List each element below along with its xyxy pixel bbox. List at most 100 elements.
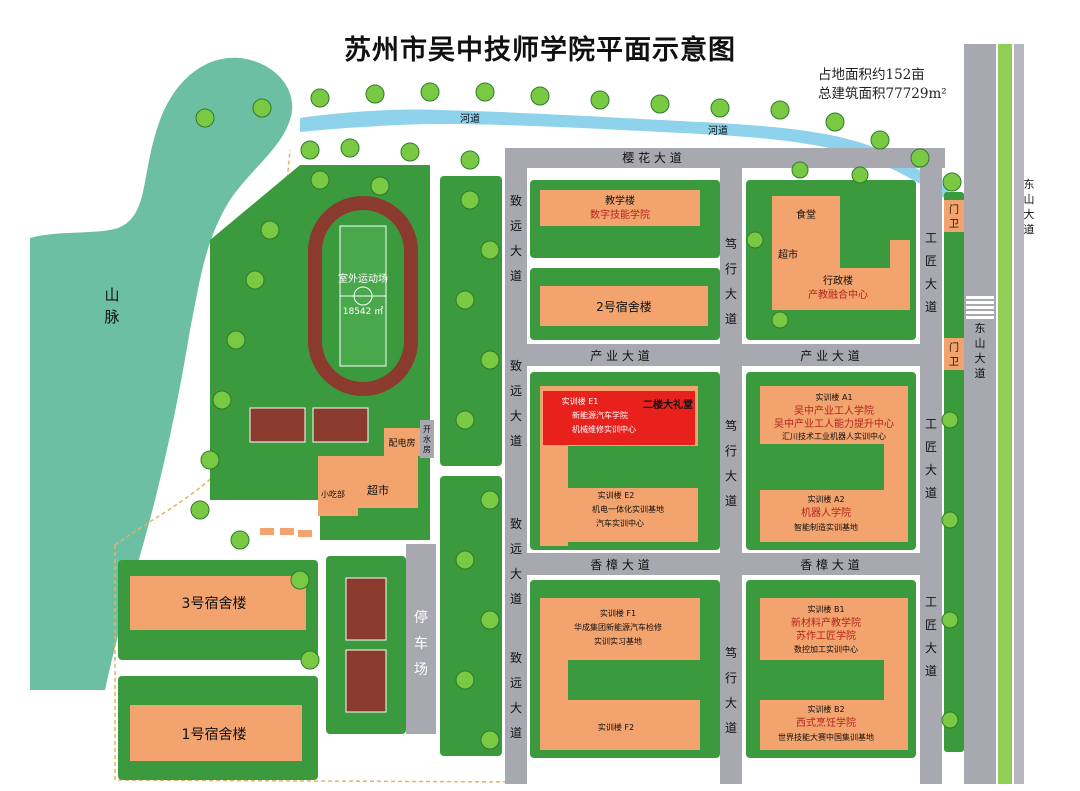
supermarket-right-label: 超市: [778, 248, 798, 261]
duxing-2-c: 大: [725, 469, 737, 483]
parking-b: 车: [414, 635, 428, 652]
a2-line-1: 实训楼 A2: [807, 494, 844, 504]
teaching-sub: 数字技能学院: [590, 208, 650, 221]
xiangzhang-road-right: 香 樟 大 道: [800, 557, 859, 572]
building-area: 总建筑面积77729m²: [818, 86, 947, 102]
power-room-label: 配电房: [388, 437, 415, 449]
duxing-2-d: 道: [725, 494, 737, 508]
zhiyuan-4-a: 致: [510, 651, 522, 665]
b2-line-1: 实训楼 B2: [807, 704, 844, 714]
dorm1-label: 1号宿舍楼: [182, 726, 247, 743]
b2-line-2: 西式烹饪学院: [796, 716, 856, 729]
f1-line-3: 实训实习基地: [594, 636, 642, 646]
a1-line-1: 实训楼 A1: [815, 392, 852, 402]
a1-line-2: 吴中产业工人学院: [794, 404, 874, 417]
field-center-circle: [353, 286, 373, 306]
dorm2-label: 2号宿舍楼: [596, 299, 652, 314]
zhiyuan-2-b: 远: [510, 384, 522, 398]
water-room-c: 房: [423, 444, 431, 454]
a2-line-3: 智能制造实训基地: [794, 522, 858, 532]
mountain-label-1: 山: [104, 286, 119, 304]
f-complex: [540, 598, 700, 750]
gongjiang-3-d: 道: [925, 664, 937, 678]
yinghua-road-label: 樱 花 大 道: [622, 150, 681, 165]
mountain-label-2: 脉: [104, 308, 119, 326]
zhiyuan-3-a: 致: [510, 517, 522, 531]
left-buildings: [260, 428, 420, 537]
a1-line-4: 汇川技术工业机器人实训中心: [782, 431, 886, 441]
e2-line-1: 实训楼 E2: [598, 490, 635, 500]
zhiyuan-4-d: 道: [510, 726, 522, 740]
teaching-building: [540, 190, 700, 226]
b1-line-4: 数控加工实训中心: [794, 644, 858, 654]
e2-line-3: 汽车实训中心: [596, 518, 644, 528]
b2-line-3: 世界技能大赛中国集训基地: [778, 732, 874, 742]
gongjiang-1-c: 大: [925, 277, 937, 291]
duxing-2-b: 行: [725, 444, 737, 458]
dorm3-building: [130, 576, 306, 630]
gongjiang-2-c: 大: [925, 463, 937, 477]
canteen-label: 食堂: [796, 208, 816, 221]
duxing-3-d: 道: [725, 721, 737, 735]
e1-line-1: 实训楼 E1: [562, 396, 599, 406]
zhiyuan-3-d: 道: [510, 592, 522, 606]
land-area: 占地面积约152亩: [818, 67, 925, 83]
mountain-range: [30, 57, 293, 690]
gongjiang-1-b: 匠: [925, 254, 937, 268]
sports-area-label: 18542 ㎡: [343, 306, 384, 317]
dorm1-building: [130, 705, 302, 761]
a1-line-3: 吴中产业工人能力提升中心: [774, 417, 894, 430]
dongshan-bot-a: 东: [975, 322, 986, 335]
dongshan-bot-b: 山: [975, 337, 986, 350]
dorm2-building: [540, 286, 708, 326]
zhiyuan-2-a: 致: [510, 359, 522, 373]
chanye-road-left: 产 业 大 道: [590, 349, 649, 363]
gate-mid-a: 门: [949, 341, 959, 354]
snack-shop-label: 小吃部: [321, 489, 345, 499]
area-stats: 占地面积约152亩 总建筑面积77729m²: [818, 66, 947, 104]
gate-top-b: 卫: [949, 219, 959, 230]
gate-mid-box: [944, 338, 964, 370]
river: [300, 109, 950, 198]
highway-stripe-1: [998, 44, 1012, 784]
gongjiang-2-b: 匠: [925, 440, 937, 454]
a2-line-2: 机器人学院: [801, 506, 851, 519]
zhiyuan-2-d: 道: [510, 434, 522, 448]
water-room-a: 开: [423, 425, 431, 434]
gongjiang-1-d: 道: [925, 300, 937, 314]
f1-line-1: 实训楼 F1: [600, 608, 636, 618]
crosswalk: [966, 296, 994, 319]
admin-title: 行政楼: [823, 274, 853, 287]
a-complex: [760, 386, 908, 542]
zhiyuan-1-b: 远: [510, 219, 522, 233]
teaching-title: 教学楼: [605, 194, 635, 207]
duxing-1-b: 行: [725, 262, 737, 276]
zhiyuan-4-b: 远: [510, 676, 522, 690]
zhiyuan-2-c: 大: [510, 409, 522, 423]
duxing-3-c: 大: [725, 696, 737, 710]
gate-top-box: [944, 200, 964, 232]
river-label-2: 河道: [708, 124, 728, 137]
b1-line-3: 苏作工匠学院: [796, 629, 856, 642]
zhiyuan-3-b: 远: [510, 542, 522, 556]
map-title: 苏州市吴中技师学院平面示意图: [344, 35, 736, 66]
water-room: [420, 420, 434, 458]
parking-a: 停: [414, 609, 428, 626]
roads: [406, 44, 996, 784]
zhiyuan-1-a: 致: [510, 194, 522, 208]
b1-line-2: 新材料产教学院: [791, 616, 861, 629]
e1-line-2: 新能源汽车学院: [572, 410, 628, 420]
xiangzhang-road-left: 香 樟 大 道: [590, 557, 649, 572]
dongshan-bot-c: 大: [975, 351, 986, 365]
duxing-1-d: 道: [725, 312, 737, 326]
chanye-road-right: 产 业 大 道: [800, 349, 859, 363]
zhiyuan-3-c: 大: [510, 567, 522, 581]
zhiyuan-1-c: 大: [510, 244, 522, 258]
admin-sub: 产教融合中心: [808, 288, 868, 301]
dongshan-top-b: 山: [1024, 193, 1035, 206]
parking-c: 场: [414, 662, 428, 678]
zhiyuan-4-c: 大: [510, 701, 522, 715]
auditorium-block: [543, 391, 695, 445]
gongjiang-3-a: 工: [925, 595, 937, 609]
